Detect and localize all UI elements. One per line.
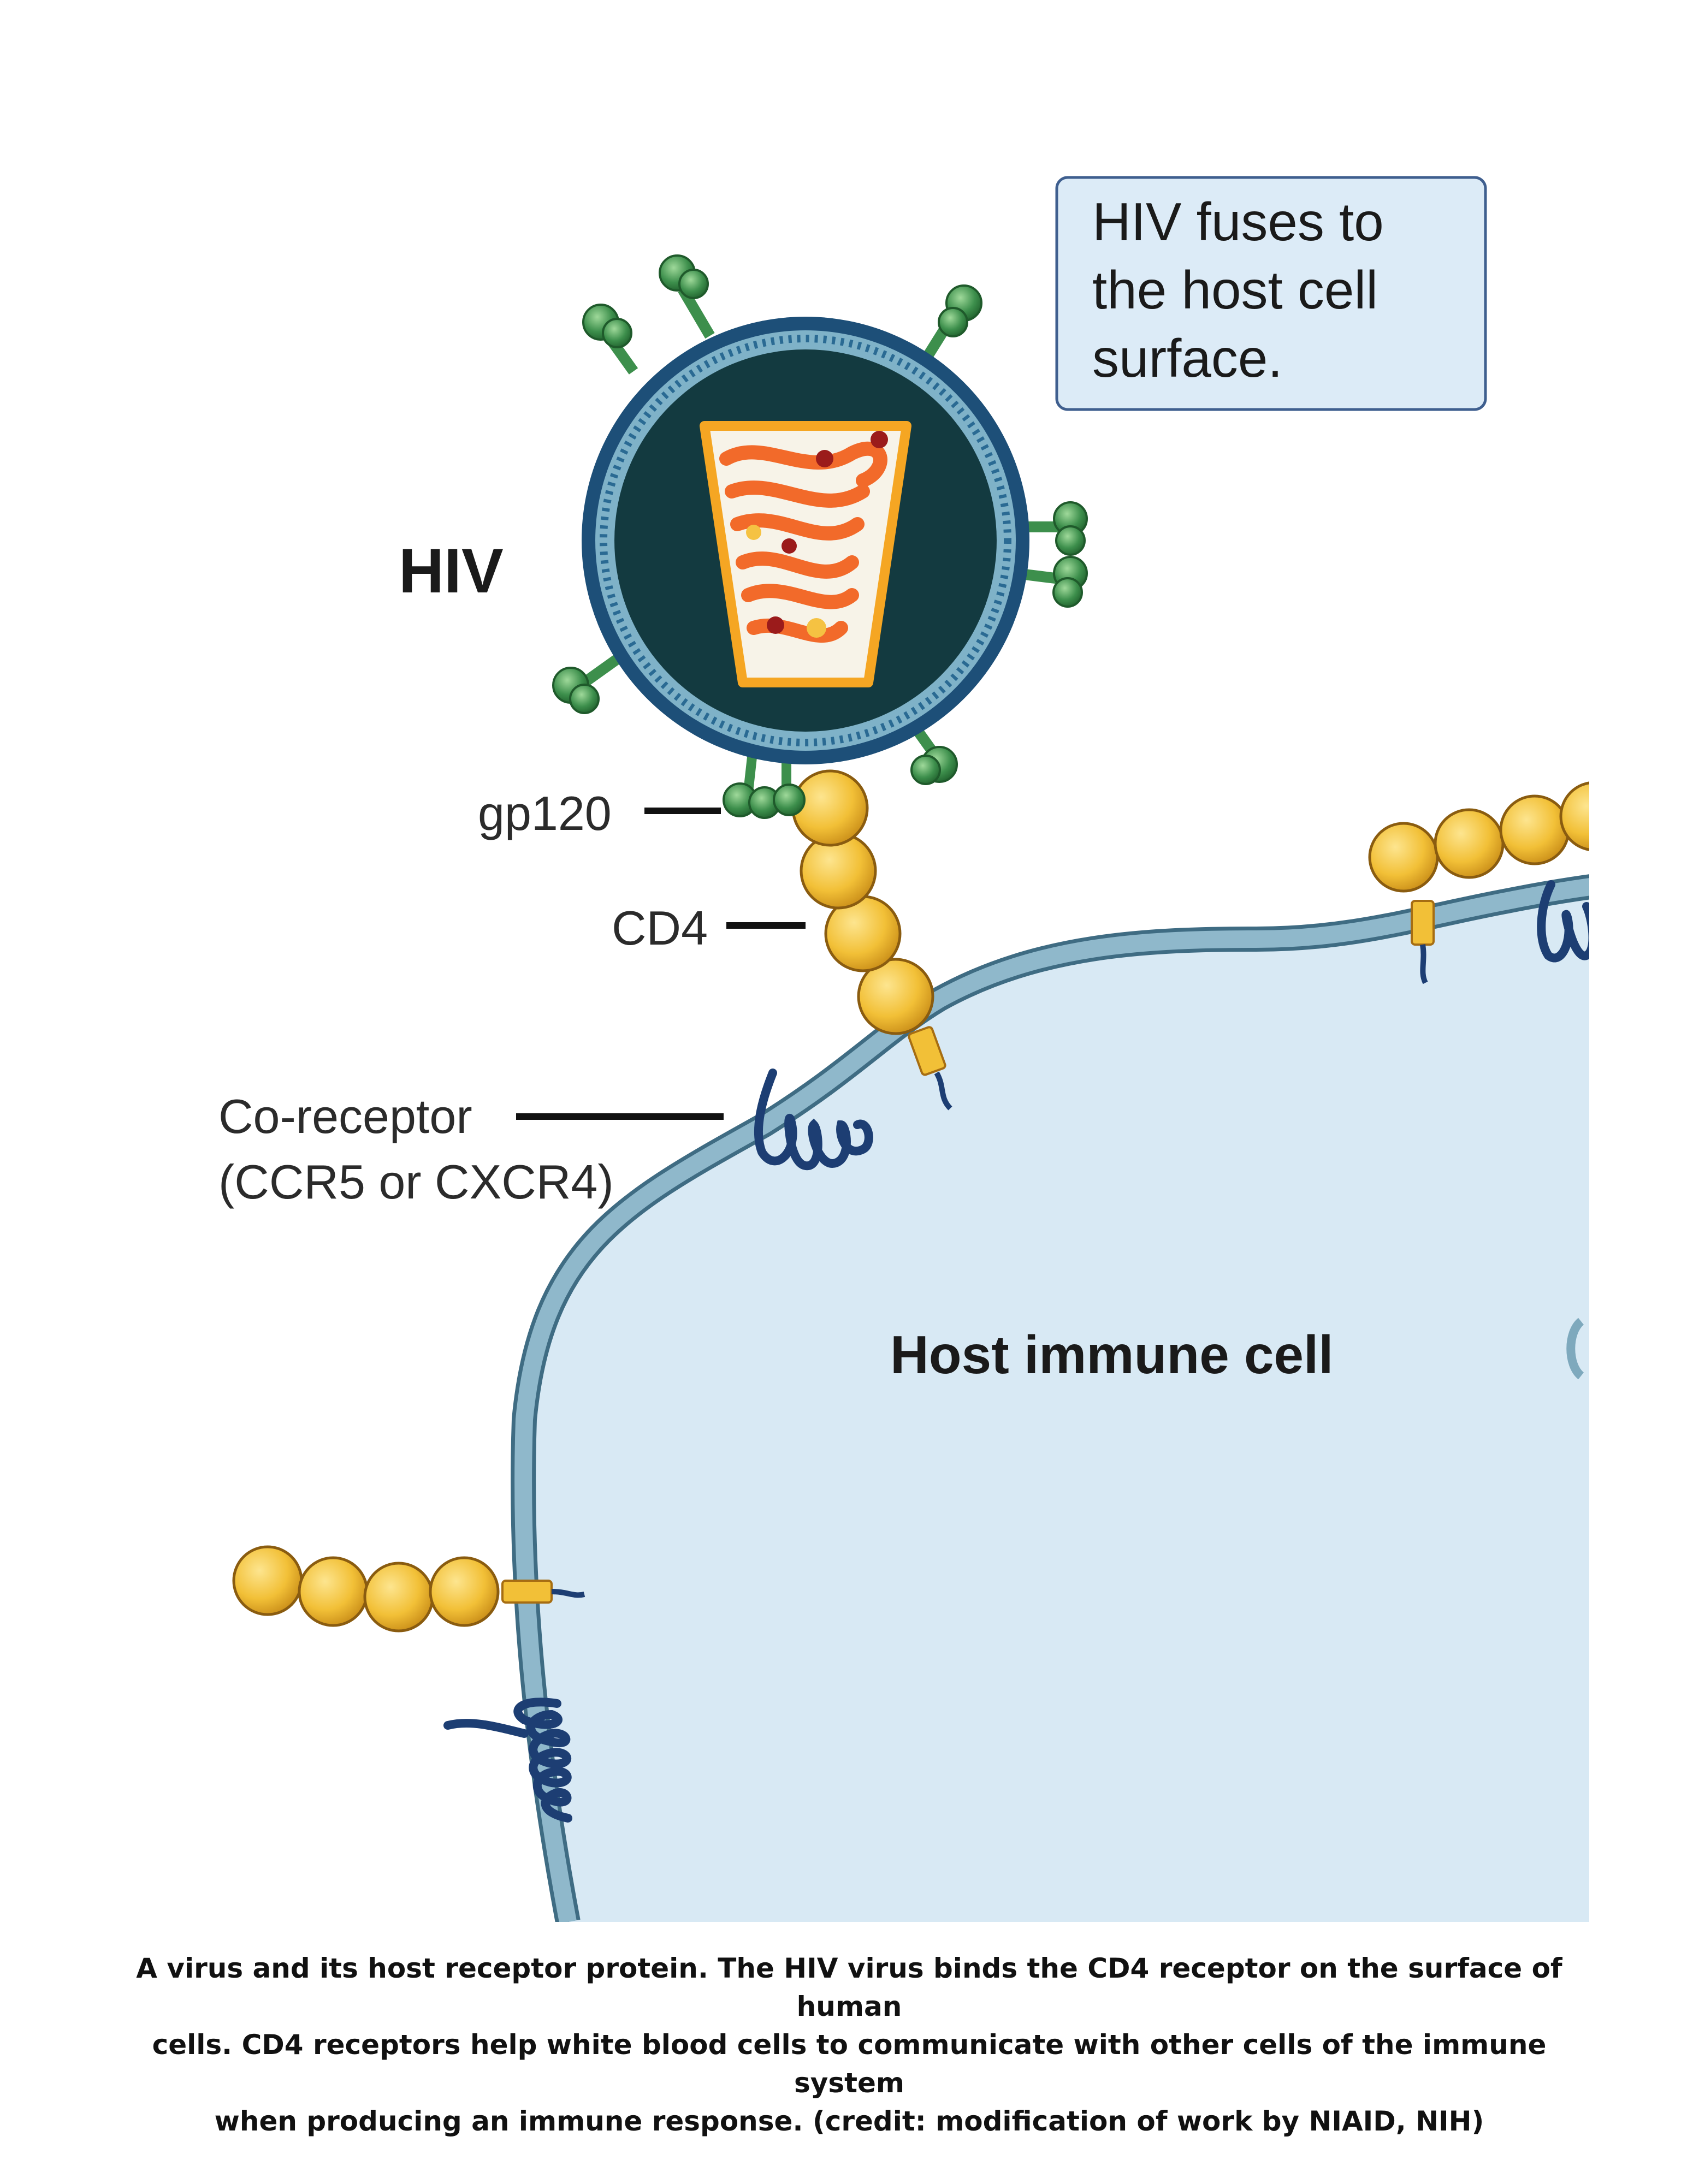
gp120-label: gp120: [478, 786, 612, 840]
cd4-receptor-right: [1368, 781, 1589, 984]
hiv-label: HIV: [399, 536, 504, 606]
callout-line-3: surface.: [1092, 328, 1283, 388]
gp120-spike-icon: [552, 650, 626, 714]
caption-line-3: when producing an immune response. (cred…: [214, 2105, 1484, 2137]
cd4-receptor-left: [232, 1545, 585, 1633]
coreceptor-icon: [1537, 880, 1589, 963]
coreceptor-icon: [443, 1698, 572, 1823]
host-cell-body: [523, 887, 1589, 1922]
hiv-virion: [552, 254, 1088, 819]
callout-line-2: the host cell: [1092, 260, 1378, 320]
coreceptor-label-line-1: Co-receptor: [218, 1089, 472, 1143]
caption-line-2: cells. CD4 receptors help white blood ce…: [152, 2029, 1547, 2099]
gp120-spike-icon: [582, 304, 638, 375]
host-cell-label: Host immune cell: [890, 1325, 1333, 1385]
cd4-receptor-bound: [791, 769, 952, 1111]
coreceptor-icon: [754, 1069, 873, 1171]
gp120-spike-icon: [659, 254, 715, 339]
coreceptor-label-line-2: (CCR5 or CXCR4): [218, 1155, 614, 1209]
gp120-spike-icon: [924, 284, 982, 358]
callout-line-1: HIV fuses to: [1092, 192, 1384, 252]
caption-line-1: A virus and its host receptor protein. T…: [136, 1952, 1562, 2022]
hiv-binding-diagram: HIV fuses to the host cell surface. HIV …: [218, 176, 1589, 1922]
rna-icon: [719, 441, 887, 643]
cd4-label: CD4: [612, 901, 708, 955]
callout-box: HIV fuses to the host cell surface.: [1055, 176, 1487, 411]
figure-caption: A virus and its host receptor protein. T…: [109, 1949, 1589, 2140]
